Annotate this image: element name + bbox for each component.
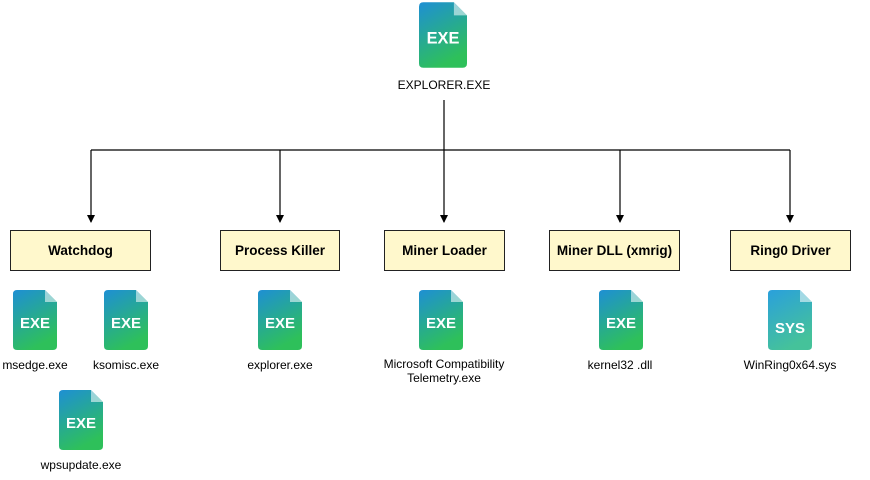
file-label-winring0: WinRing0x64.sys	[743, 358, 837, 372]
file-label-explorer: explorer.exe	[247, 358, 313, 372]
sys-file-icon: SYS	[768, 290, 812, 350]
exe-file-icon: EXE	[59, 390, 103, 450]
exe-file-icon: EXE	[258, 290, 302, 350]
exe-badge-text: EXE	[20, 315, 50, 332]
exe-badge-text: EXE	[265, 315, 295, 332]
exe-badge-text: EXE	[426, 315, 456, 332]
exe-file-icon: EXE	[419, 2, 467, 68]
category-label: Watchdog	[48, 243, 113, 258]
file-label-kernel32: kernel32 .dll	[587, 358, 653, 372]
exe-badge-text: EXE	[606, 315, 636, 332]
exe-badge-text: EXE	[66, 415, 96, 432]
connector-lines	[87, 100, 794, 223]
file-label-compat-telemetry: Microsoft Compatibility Telemetry.exe	[383, 357, 505, 385]
exe-badge-text: EXE	[111, 315, 141, 332]
file-label-ksomisc: ksomisc.exe	[92, 358, 160, 372]
exe-file-icon: EXE	[13, 290, 57, 350]
category-box-ring0-driver: Ring0 Driver	[730, 230, 851, 271]
category-box-miner-dll: Miner DLL (xmrig)	[549, 230, 680, 271]
exe-badge-text: EXE	[427, 30, 460, 48]
category-label: Process Killer	[234, 243, 326, 258]
exe-file-icon: EXE	[599, 290, 643, 350]
category-label: Ring0 Driver	[750, 243, 831, 258]
file-label-wpsupdate: wpsupdate.exe	[40, 458, 122, 472]
exe-file-icon: EXE	[419, 290, 463, 350]
exe-file-icon: EXE	[104, 290, 148, 350]
sys-badge-text: SYS	[775, 320, 805, 337]
category-label: Miner Loader	[402, 243, 487, 258]
category-box-process-killer: Process Killer	[220, 230, 340, 271]
category-box-miner-loader: Miner Loader	[384, 230, 505, 271]
category-label: Miner DLL (xmrig)	[556, 243, 673, 258]
root-process-label: EXPLORER.EXE	[397, 78, 491, 92]
category-box-watchdog: Watchdog	[10, 230, 151, 271]
file-label-msedge: msedge.exe	[2, 358, 68, 372]
